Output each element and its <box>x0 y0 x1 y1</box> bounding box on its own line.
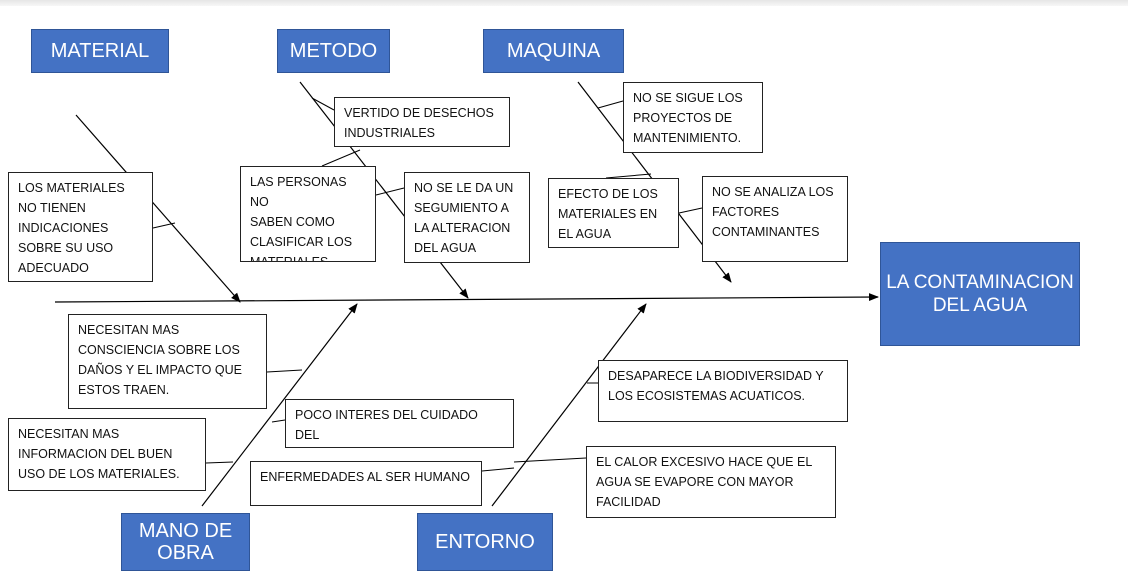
category-metodo: METODO <box>277 29 390 73</box>
cause-box-maquina-2: EFECTO DE LOS MATERIALES EN EL AGUA <box>548 178 679 248</box>
connector-metodo-3 <box>375 187 405 196</box>
category-mano-de-obra: MANO DE OBRA <box>121 513 250 571</box>
category-entorno: ENTORNO <box>417 513 553 571</box>
cause-box-entorno-1: DESAPARECE LA BIODIVERSIDAD Y LOS ECOSIS… <box>598 360 848 422</box>
cause-box-metodo-3: NO SE LE DA UN SEGUMIENTO A LA ALTERACIO… <box>404 172 530 263</box>
connector-metodo-1 <box>311 97 335 111</box>
spine-arrow <box>54 293 879 303</box>
connector-mano-1 <box>266 369 303 373</box>
connector-mano-2 <box>271 419 286 423</box>
cause-box-maquina-1: NO SE SIGUE LOS PROYECTOS DE MANTENIMIEN… <box>623 82 763 153</box>
connector-maquina-3 <box>678 207 703 214</box>
connector-maquina-2 <box>605 173 652 179</box>
cause-box-mano-1: NECESITAN MAS CONSCIENCIA SOBRE LOS DAÑO… <box>68 314 267 409</box>
connector-entorno-2 <box>513 457 587 463</box>
cause-box-metodo-1: VERTIDO DE DESECHOS INDUSTRIALES <box>334 97 510 147</box>
bone-entorno <box>491 303 647 507</box>
connector-mano-3 <box>205 461 234 464</box>
cause-box-metodo-2: LAS PERSONAS NO SABEN COMO CLASIFICAR LO… <box>240 166 376 262</box>
cause-box-material-1: LOS MATERIALES NO TIENEN INDICACIONES SO… <box>8 172 153 282</box>
bone-mano-de-obra <box>201 303 358 507</box>
connector-mano-4 <box>481 467 515 472</box>
cause-box-mano-2: POCO INTERES DEL CUIDADO DEL AGUA <box>285 399 514 448</box>
bone-material <box>75 114 241 303</box>
category-material: MATERIAL <box>31 29 169 73</box>
cause-box-mano-3: NECESITAN MAS INFORMACION DEL BUEN USO D… <box>8 418 206 491</box>
effect-box: LA CONTAMINACION DEL AGUA <box>880 242 1080 346</box>
cause-box-mano-4: ENFERMEDADES AL SER HUMANO <box>250 461 482 506</box>
connector-material-1 <box>152 222 176 229</box>
cause-box-entorno-2: EL CALOR EXCESIVO HACE QUE EL AGUA SE EV… <box>586 446 836 518</box>
cause-box-maquina-3: NO SE ANALIZA LOS FACTORES CONTAMINANTES <box>702 176 848 262</box>
connector-metodo-2 <box>321 149 361 167</box>
category-maquina: MAQUINA <box>483 29 624 73</box>
connector-maquina-1 <box>597 100 624 109</box>
window-top-bar <box>0 0 1128 6</box>
